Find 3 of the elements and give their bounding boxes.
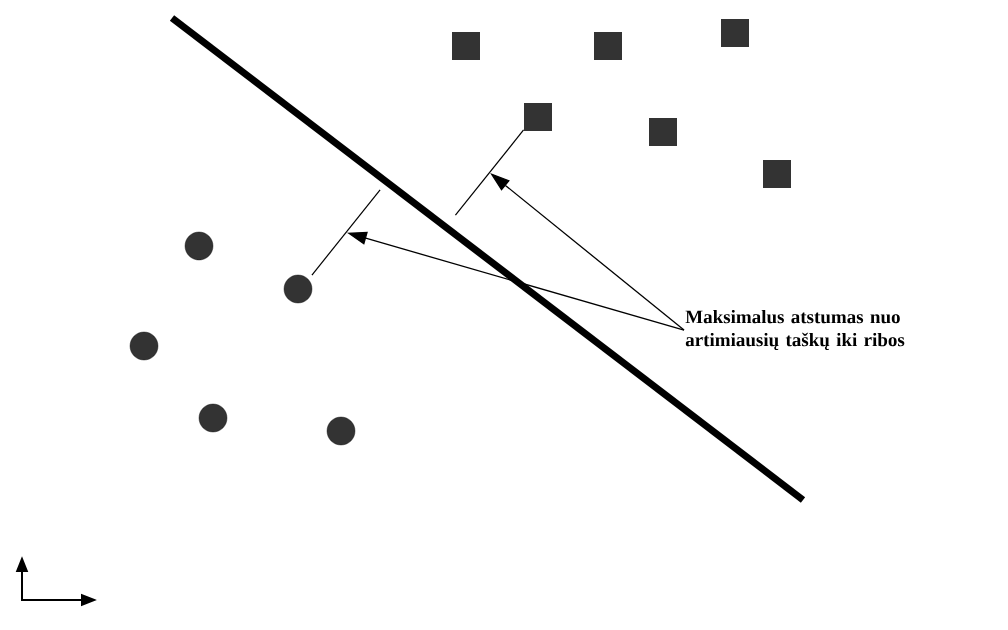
distance-line [311, 189, 381, 276]
distance-line [454, 129, 525, 216]
label-text: Maksimalus atstumas nuo artimiausių taškų iki ribos [685, 309, 905, 351]
